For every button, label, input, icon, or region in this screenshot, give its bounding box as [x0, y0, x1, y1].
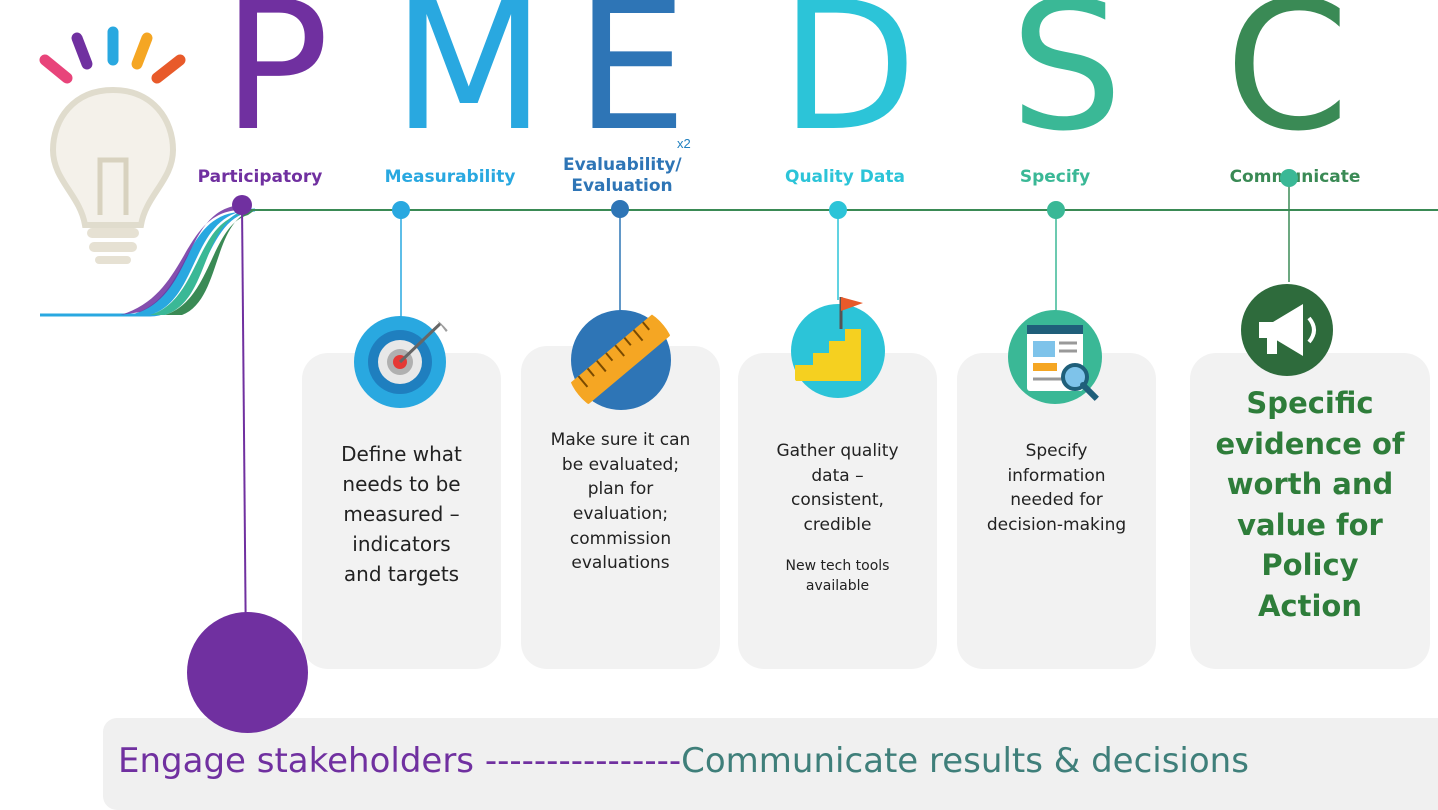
target-arrow-icon: [354, 316, 456, 408]
bottom-engage-text: Engage stakeholders ----------------: [118, 741, 682, 781]
bottom-communicate-text: Communicate results & decisions: [681, 741, 1249, 781]
participatory-circle: [187, 612, 308, 733]
card-quality-data: Gather quality data – consistent, credib…: [738, 353, 937, 669]
timeline-dot-c: [1280, 169, 1298, 187]
timeline-dot-p: [232, 195, 252, 215]
card-measurability: Define what needs to be measured – indic…: [302, 353, 501, 669]
letter-e: E: [575, 0, 688, 170]
timeline-dot-s: [1047, 201, 1065, 219]
timeline-dot-m: [392, 201, 410, 219]
card-quality-data-text: Gather quality data – consistent, credib…: [776, 441, 899, 535]
card-specify: Specify information needed for decision-…: [957, 353, 1156, 669]
letter-p: P: [222, 0, 330, 170]
lightbulb-icon: [39, 26, 186, 264]
heading-measurability: Measurability: [384, 167, 516, 187]
card-specify-text: Specify information needed for decision-…: [986, 441, 1127, 535]
card-evaluation-text: Make sure it can be evaluated; plan for …: [550, 430, 691, 574]
letter-d: D: [780, 0, 918, 170]
heading-specify: Specify: [1019, 167, 1091, 187]
heading-quality-data: Quality Data: [785, 167, 905, 187]
card-communicate: Specific evidence of worth and value for…: [1190, 353, 1430, 669]
bottom-banner-text: Engage stakeholders ----------------Comm…: [118, 741, 1249, 781]
bottom-banner: [103, 718, 1438, 810]
heading-evaluation: Evaluability/ Evaluation: [563, 155, 682, 197]
timeline-dot-d: [829, 201, 847, 219]
e-superscript: x2: [677, 136, 691, 151]
ruler-icon: [570, 310, 671, 410]
heading-participatory: Participatory: [197, 167, 323, 187]
letter-m: M: [392, 0, 546, 170]
document-search-icon: [1008, 310, 1102, 404]
card-communicate-text: Specific evidence of worth and value for…: [1215, 386, 1405, 623]
timeline-dot-e: [611, 200, 629, 218]
card-measurability-text: Define what needs to be measured – indic…: [341, 442, 462, 586]
stairs-flag-icon: [791, 297, 885, 398]
megaphone-icon: [1241, 284, 1333, 376]
letter-c: C: [1225, 0, 1350, 170]
letter-s: S: [1010, 0, 1123, 170]
card-quality-data-note: New tech tools available: [785, 557, 890, 594]
